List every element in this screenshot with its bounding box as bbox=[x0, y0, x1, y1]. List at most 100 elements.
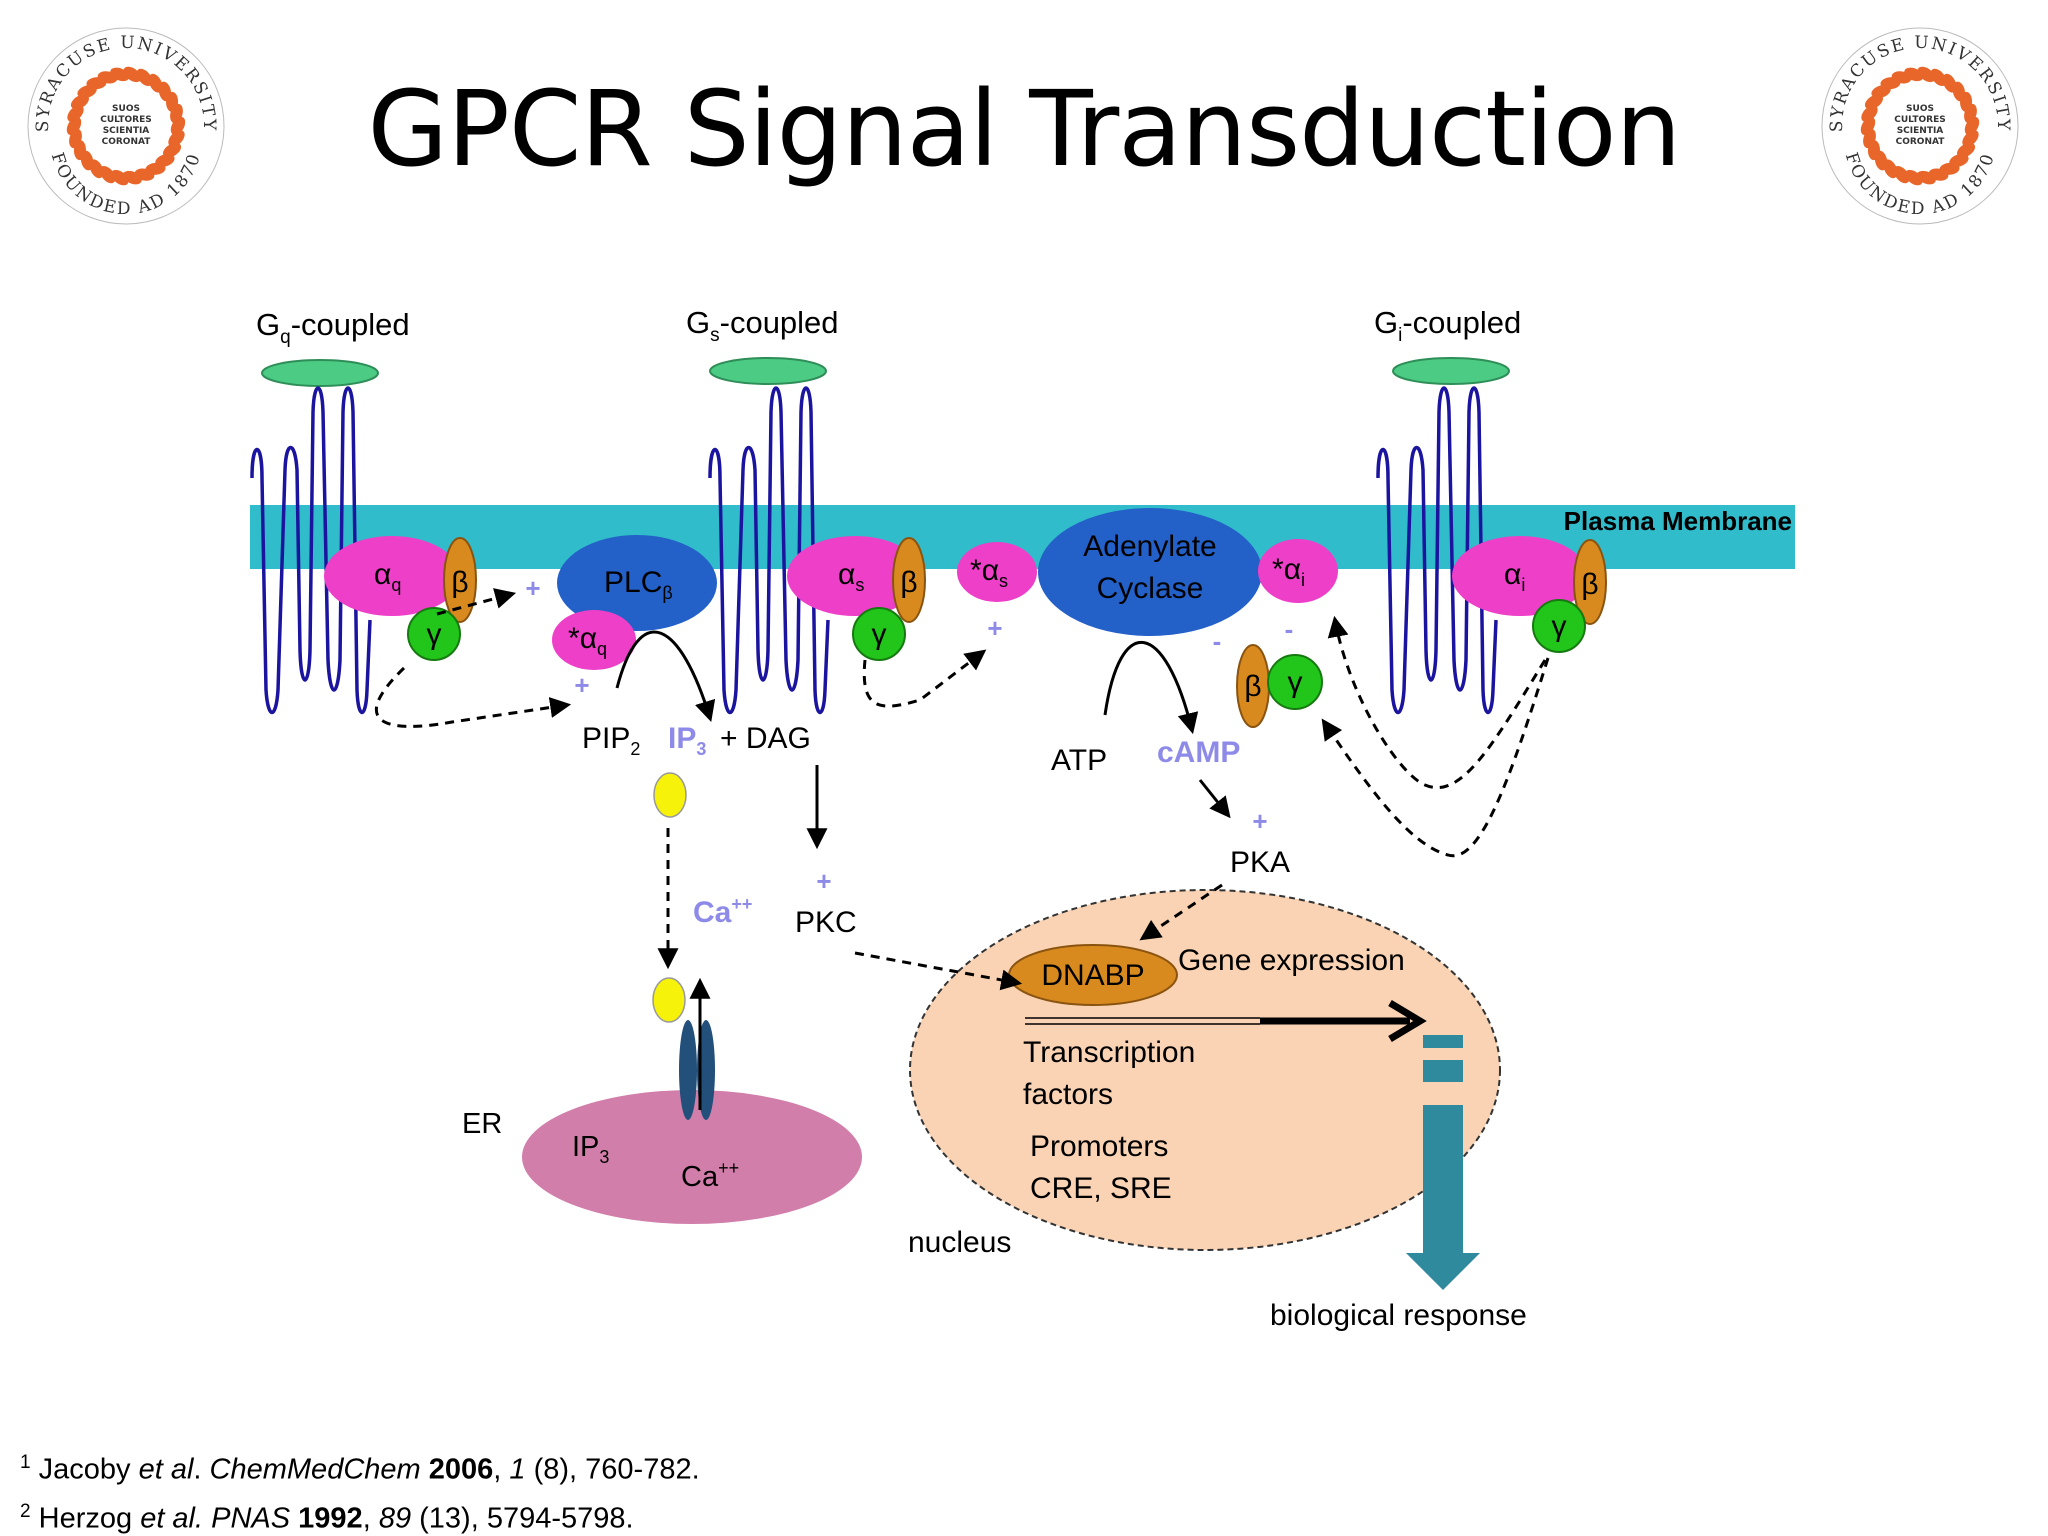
gene-expression-label: Gene expression bbox=[1178, 944, 1405, 977]
alpha-i-subunit bbox=[1452, 536, 1588, 616]
laurel-leaf bbox=[136, 68, 153, 87]
plc-beta-enzyme bbox=[557, 535, 717, 631]
laurel-wreath-icon bbox=[66, 66, 186, 186]
seal-motto-4: CORONAT bbox=[1896, 137, 1946, 147]
gs-receptor-ligand-cap bbox=[709, 357, 827, 385]
laurel-leaf bbox=[123, 66, 142, 83]
laurel-leaf bbox=[67, 105, 84, 122]
gamma-label-gq: γ bbox=[427, 618, 442, 651]
alpha-s-subunit bbox=[787, 536, 923, 616]
gs-activation-dashed-arrow bbox=[862, 649, 987, 708]
slide-title: GPCR Signal Transduction bbox=[367, 68, 1682, 190]
pka-label: PKA bbox=[1230, 846, 1290, 879]
minus-sign: - bbox=[1213, 626, 1222, 656]
transcription-factors-line2: factors bbox=[1023, 1078, 1113, 1111]
response-bar-1 bbox=[1423, 1035, 1463, 1048]
beta-label-gs: β bbox=[900, 566, 917, 599]
laurel-leaf bbox=[1917, 66, 1936, 83]
reference-2: 2 Herzog et al. PNAS 1992, 89 (13), 5794… bbox=[20, 1500, 634, 1535]
free-gamma-subunit bbox=[1267, 654, 1323, 710]
laurel-leaf bbox=[163, 142, 182, 158]
camp-label: cAMP bbox=[1157, 736, 1240, 769]
biological-response-arrow bbox=[1406, 1105, 1480, 1290]
laurel-leaf bbox=[170, 103, 183, 124]
gamma-subunit-gq bbox=[407, 607, 461, 661]
alpha-s-label: αs bbox=[838, 558, 864, 595]
laurel-leaf bbox=[1893, 165, 1910, 184]
gi-to-beta-gamma-dashed-arrow bbox=[1321, 657, 1550, 858]
laurel-leaf bbox=[99, 165, 116, 184]
alpha-q-label: αq bbox=[374, 558, 401, 595]
active-alpha-i-label: *αi bbox=[1272, 553, 1305, 590]
response-bar-2 bbox=[1423, 1060, 1463, 1082]
gi-receptor-ligand-cap bbox=[1392, 357, 1510, 385]
ac-reaction-arrow bbox=[1103, 640, 1199, 735]
transcription-factors-line1: Transcription bbox=[1023, 1036, 1195, 1069]
active-alpha-s bbox=[957, 542, 1037, 602]
gamma-subunit-gi bbox=[1532, 599, 1586, 653]
gq-coupled-label: Gq-coupled bbox=[256, 307, 410, 348]
camp-to-pka-arrow bbox=[1198, 779, 1231, 819]
university-seal-left: SYRACUSE UNIVERSITY FOUNDED AD 1870 SUOS… bbox=[27, 27, 225, 225]
plus-sign: + bbox=[987, 613, 1002, 643]
references: 1 Jacoby et al. ChemMedChem 2006, 1 (8),… bbox=[20, 1442, 700, 1536]
atp-label: ATP bbox=[1051, 744, 1107, 777]
beta-subunit-gs bbox=[892, 537, 926, 623]
seal-motto-3: SCIENTIA bbox=[1897, 126, 1944, 136]
beta-label-gq: β bbox=[451, 566, 468, 599]
laurel-leaf bbox=[1864, 94, 1883, 110]
cre-sre-label: CRE, SRE bbox=[1030, 1172, 1172, 1205]
gamma-subunit-gs bbox=[852, 607, 906, 661]
beta-subunit-gi bbox=[1573, 539, 1607, 625]
laurel-leaf bbox=[1930, 68, 1947, 87]
gamma-label-gs: γ bbox=[872, 618, 887, 651]
gq-to-plc-dashed-arrow bbox=[436, 588, 517, 616]
er-label: ER bbox=[462, 1108, 502, 1140]
laurel-leaf bbox=[1957, 142, 1976, 158]
laurel-leaf bbox=[1861, 105, 1878, 122]
calcium-label: Ca++ bbox=[693, 894, 752, 929]
calcium-ion-dot bbox=[653, 772, 687, 818]
seal-motto-2: CULTORES bbox=[100, 115, 152, 125]
promoters-label: Promoters bbox=[1030, 1130, 1168, 1163]
gq-receptor-ligand-cap bbox=[261, 359, 379, 387]
pkc-label: PKC bbox=[795, 906, 857, 939]
laurel-leaf bbox=[110, 169, 129, 186]
active-alpha-i bbox=[1258, 539, 1338, 603]
laurel-leaf bbox=[168, 130, 185, 147]
laurel-leaf bbox=[1964, 103, 1977, 124]
gs-coupled-label: Gs-coupled bbox=[686, 305, 839, 346]
beta-label-gi: β bbox=[1581, 568, 1598, 601]
dnabp-label: DNABP bbox=[1041, 959, 1144, 992]
biological-response-label: biological response bbox=[1270, 1299, 1527, 1332]
plus-sign: + bbox=[1252, 806, 1267, 836]
minus-sign: - bbox=[1285, 614, 1294, 644]
plc-beta-label: PLCβ bbox=[604, 566, 673, 603]
pkc-to-dnabp-dashed-arrow bbox=[854, 951, 1023, 991]
plus-sign: + bbox=[525, 573, 540, 603]
active-alpha-s-label: *αs bbox=[970, 554, 1008, 591]
er-ip3-label: IP3 bbox=[572, 1131, 609, 1167]
active-alpha-q bbox=[552, 610, 636, 670]
gi-to-alpha-i-dashed-arrow bbox=[1327, 615, 1547, 790]
er-ellipse bbox=[522, 1090, 862, 1224]
alpha-i-label: αi bbox=[1504, 558, 1525, 595]
laurel-wreath-icon bbox=[1860, 66, 1980, 186]
gq-receptor-helices bbox=[250, 386, 372, 714]
gi-coupled-label: Gi-coupled bbox=[1374, 305, 1521, 346]
laurel-leaf bbox=[1904, 169, 1923, 186]
ip3-receptor-channel-left bbox=[679, 1020, 697, 1120]
seal-motto-4: CORONAT bbox=[102, 137, 152, 147]
alpha-q-subunit bbox=[324, 536, 460, 616]
active-alpha-q-label: *αq bbox=[568, 622, 607, 659]
reference-1: 1 Jacoby et al. ChemMedChem 2006, 1 (8),… bbox=[20, 1452, 700, 1486]
ip3-label: IP3 bbox=[668, 722, 706, 759]
er-calcium-label: Ca++ bbox=[681, 1158, 739, 1193]
seal-motto-1: SUOS bbox=[1906, 104, 1934, 114]
plus-dag-label: + DAG bbox=[720, 722, 811, 755]
gq-activation-dashed-arrow bbox=[374, 666, 572, 728]
plasma-membrane-label: Plasma Membrane bbox=[1564, 506, 1792, 536]
plus-sign: + bbox=[574, 670, 589, 700]
